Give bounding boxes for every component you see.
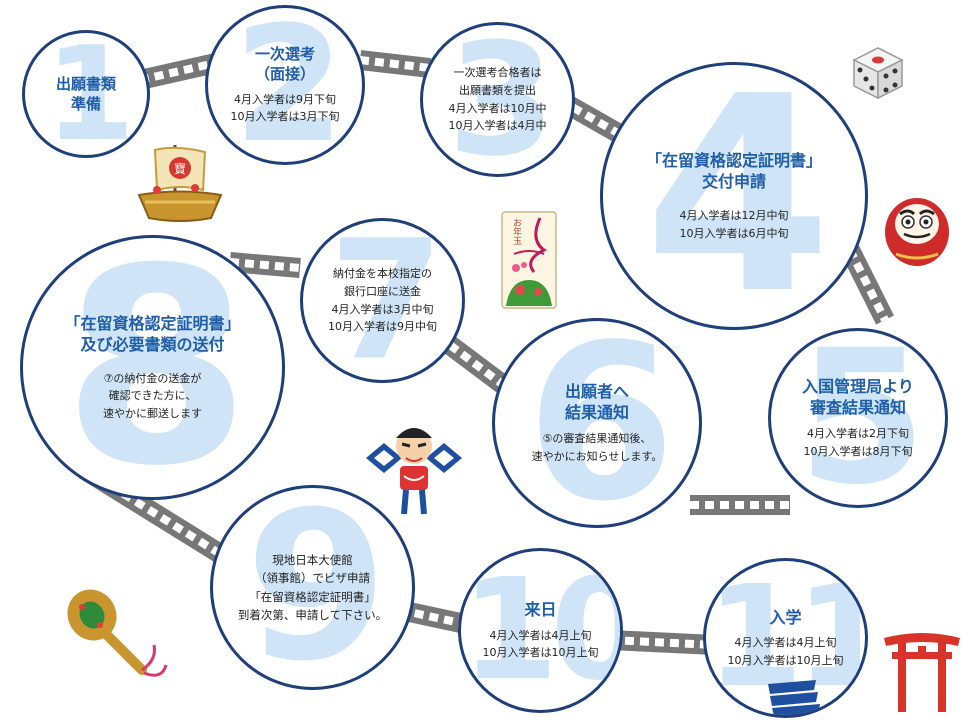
torii-gate-icon — [884, 633, 960, 712]
step-6-body: ⑤の審査結果通知後、 速やかにお知らせします。 — [531, 432, 663, 463]
step-4-number: 4 — [644, 62, 832, 330]
step-6-number: 6 — [526, 318, 676, 528]
envelope-label: お年玉 — [511, 218, 521, 245]
step-3-number: 3 — [447, 22, 556, 177]
step-3-circle: 3 一次選考合格者は 出願書類を提出 4月入学者は10月中 10月入学者は4月中 — [420, 22, 575, 177]
step-8-title: 「在留資格認定証明書」 及び必要書類の送付 — [64, 313, 241, 355]
step-10-body: 4月入学者は4月上旬 10月入学者は10月上旬 — [482, 628, 599, 660]
step-11-circle: 11 入学 4月入学者は4月上旬 10月入学者は10月上旬 — [703, 558, 868, 718]
step-9-circle: 9 現地日本大使館 （領事館）でビザ申請 「在留資格認定証明書」 到着次第、申請… — [210, 485, 415, 690]
ocean-wave-icon — [768, 680, 820, 715]
step-4-circle: 4 「在留資格認定証明書」 交付申請 4月入学者は12月中旬 10月入学者は6月… — [600, 62, 868, 330]
step-5-title: 入国管理局より 審査結果通知 — [802, 376, 914, 418]
step-5-body: 4月入学者は2月下旬 10月入学者は8月下旬 — [803, 427, 913, 458]
step-2-circle: 2 一次選考 （面接） 4月入学者は9月下旬 10月入学者は3月下旬 — [205, 5, 365, 165]
dice-icon — [852, 47, 904, 100]
treasure-ship-icon: 寶 — [137, 145, 223, 222]
step-8-number: 8 — [62, 235, 251, 500]
step-2-title: 一次選考 （面接） — [254, 45, 315, 84]
svg-text:寶: 寶 — [174, 161, 186, 176]
daruma-icon — [885, 198, 949, 266]
step-5-number: 5 — [797, 328, 927, 508]
step-8-circle: 8 「在留資格認定証明書」 及び必要書類の送付 ⑦の納付金の送金が 確認できた方… — [20, 235, 285, 500]
step-7-circle: 7 納付金を本校指定の 銀行口座に送金 4月入学者は3月中旬 10月入学者は9月… — [300, 218, 465, 383]
step-1-circle: 1 出願書類 準備 — [22, 30, 150, 158]
step-4-title: 「在留資格認定証明書」 交付申請 — [645, 150, 822, 192]
step-10-number: 10 — [461, 548, 623, 712]
step-6-circle: 6 出願者へ 結果通知 ⑤の審査結果通知後、 速やかにお知らせします。 — [492, 318, 702, 528]
step-6-title: 出願者へ 結果通知 — [564, 381, 629, 423]
lucky-mallet-icon — [67, 589, 168, 677]
step-10-circle: 10 来日 4月入学者は4月上旬 10月入学者は10月上旬 — [458, 548, 623, 713]
step-7-number: 7 — [329, 218, 444, 383]
step-11-title: 入学 — [769, 607, 802, 627]
step-1-title: 出願書類 準備 — [55, 74, 116, 113]
step-9-number: 9 — [245, 485, 388, 690]
step-2-number: 2 — [233, 5, 344, 165]
step-4-body: 4月入学者は12月中旬 10月入学者は6月中旬 — [679, 209, 789, 240]
step-1-number: 1 — [44, 30, 135, 158]
step-9-body: 現地日本大使館 （領事館）でビザ申請 「在留資格認定証明書」 到着次第、申請して… — [237, 552, 388, 622]
step-3-body: 一次選考合格者は 出願書類を提出 4月入学者は10月中 10月入学者は4月中 — [448, 66, 547, 133]
step-10-title: 来日 — [524, 600, 557, 620]
kite-icon — [366, 428, 462, 515]
step-7-body: 納付金を本校指定の 銀行口座に送金 4月入学者は3月中旬 10月入学者は9月中旬 — [328, 267, 437, 334]
step-8-body: ⑦の納付金の送金が 確認できた方に、 速やかに郵送します — [103, 371, 202, 420]
step-5-circle: 5 入国管理局より 審査結果通知 4月入学者は2月下旬 10月入学者は8月下旬 — [768, 328, 948, 508]
step-11-body: 4月入学者は4月上旬 10月入学者は10月上旬 — [727, 636, 844, 667]
otoshidama-envelope-icon: お年玉 — [500, 210, 558, 310]
step-2-body: 4月入学者は9月下旬 10月入学者は3月下旬 — [230, 92, 340, 124]
